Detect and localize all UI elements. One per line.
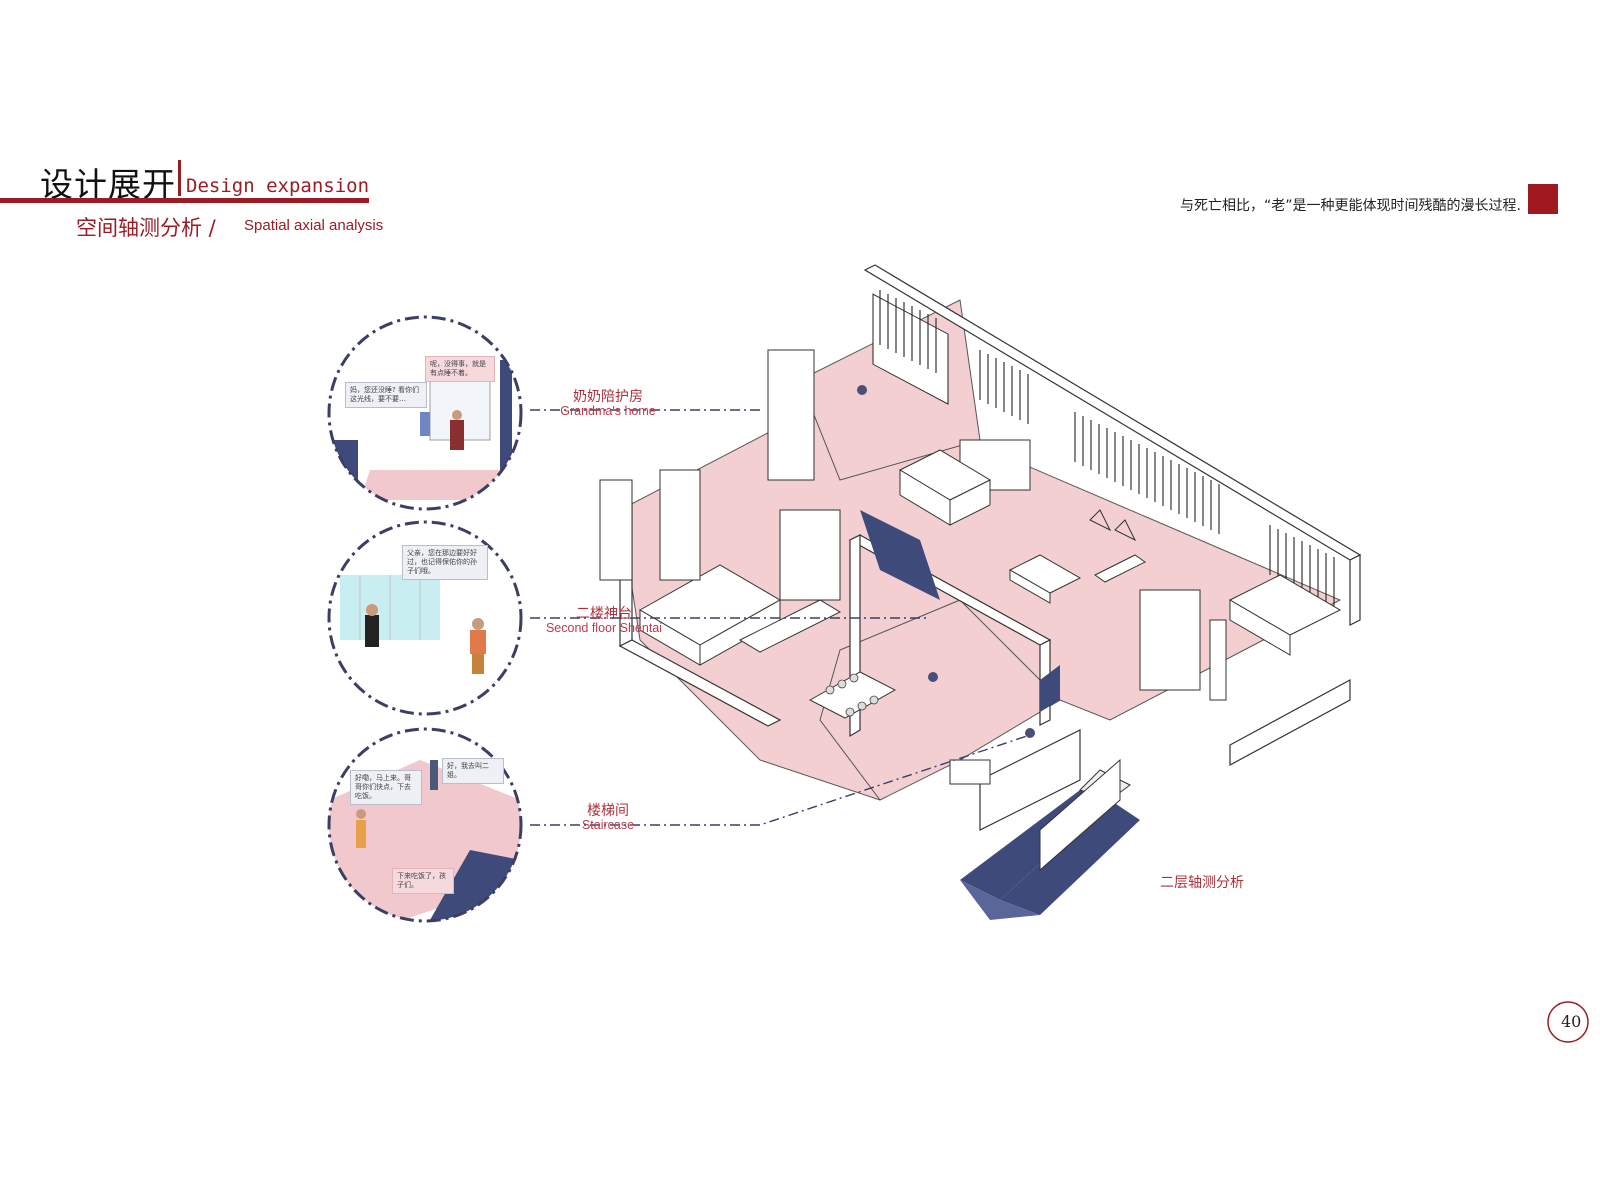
section-subtitle: 空间轴测分析 / bbox=[76, 216, 216, 240]
drawing-caption: 二层轴测分析 bbox=[1160, 875, 1244, 891]
quote-text: 与死亡相比，“老”是一种更能体现时间残酷的漫长过程. bbox=[1180, 198, 1521, 214]
callout-circle-shentai bbox=[327, 520, 523, 716]
label-shentai-cn: 二楼神台 bbox=[576, 606, 632, 622]
stair-wall bbox=[979, 729, 1081, 831]
dining-table bbox=[808, 671, 897, 719]
tall-cabinet bbox=[779, 509, 841, 601]
speech-bubble-stair-1: 好嘞，马上来。哥哥你们快点，下去吃饭。 bbox=[350, 770, 422, 805]
focus-dot-staircase bbox=[1025, 728, 1035, 738]
sofa bbox=[1008, 554, 1146, 604]
focus-dot-grandma bbox=[857, 385, 867, 395]
label-shentai-en: Second floor Shentai bbox=[545, 621, 663, 635]
page-title-english: Design expansion bbox=[186, 175, 370, 197]
page-number-ring bbox=[1547, 1001, 1589, 1043]
focus-dot-shentai bbox=[928, 672, 938, 682]
page-number: 40 bbox=[1561, 1012, 1582, 1031]
master-bed bbox=[1228, 574, 1342, 656]
speech-bubble-grandma-2: 呢，没得事，就是有点睡不着。 bbox=[425, 356, 495, 382]
mahjong-table bbox=[949, 759, 991, 785]
speech-bubble-stair-3: 下来吃饭了，孩子们。 bbox=[392, 868, 454, 894]
main-staircase bbox=[960, 758, 1140, 920]
label-staircase: 楼梯间 Staircase bbox=[528, 800, 688, 832]
leader-line-staircase bbox=[530, 734, 1031, 826]
upper-staircase bbox=[860, 510, 940, 600]
section-subtitle-english: Spatial axial analysis bbox=[244, 217, 384, 234]
label-shentai: 二楼神台 Second floor Shentai bbox=[524, 603, 684, 635]
accent-square bbox=[1528, 184, 1558, 214]
right-front-wall bbox=[1229, 678, 1351, 767]
wardrobe bbox=[1139, 589, 1201, 691]
label-staircase-cn: 楼梯间 bbox=[587, 803, 629, 819]
label-staircase-en: Staircase bbox=[581, 818, 635, 832]
label-grandma-room-cn: 奶奶陪护房 bbox=[573, 389, 643, 405]
window-blinds bbox=[879, 290, 1335, 607]
label-grandma-room: 奶奶陪护房 Grandma's home bbox=[528, 386, 688, 418]
speech-bubble-stair-2: 好，我去叫二姐。 bbox=[442, 758, 504, 784]
header-rule bbox=[0, 198, 369, 203]
grandma-bed bbox=[898, 449, 992, 526]
page-title: 设计展开 bbox=[40, 165, 176, 204]
title-divider bbox=[178, 160, 181, 196]
speech-bubble-grandma-1: 妈，您还没睡? 看你们这光线，要不要… bbox=[345, 382, 427, 408]
speech-bubble-shentai: 父亲，您在那边要好好过，也记得保佑你的孙子们哦。 bbox=[402, 545, 488, 580]
callout-circle-grandma bbox=[327, 315, 523, 511]
label-grandma-room-en: Grandma's home bbox=[560, 404, 656, 418]
